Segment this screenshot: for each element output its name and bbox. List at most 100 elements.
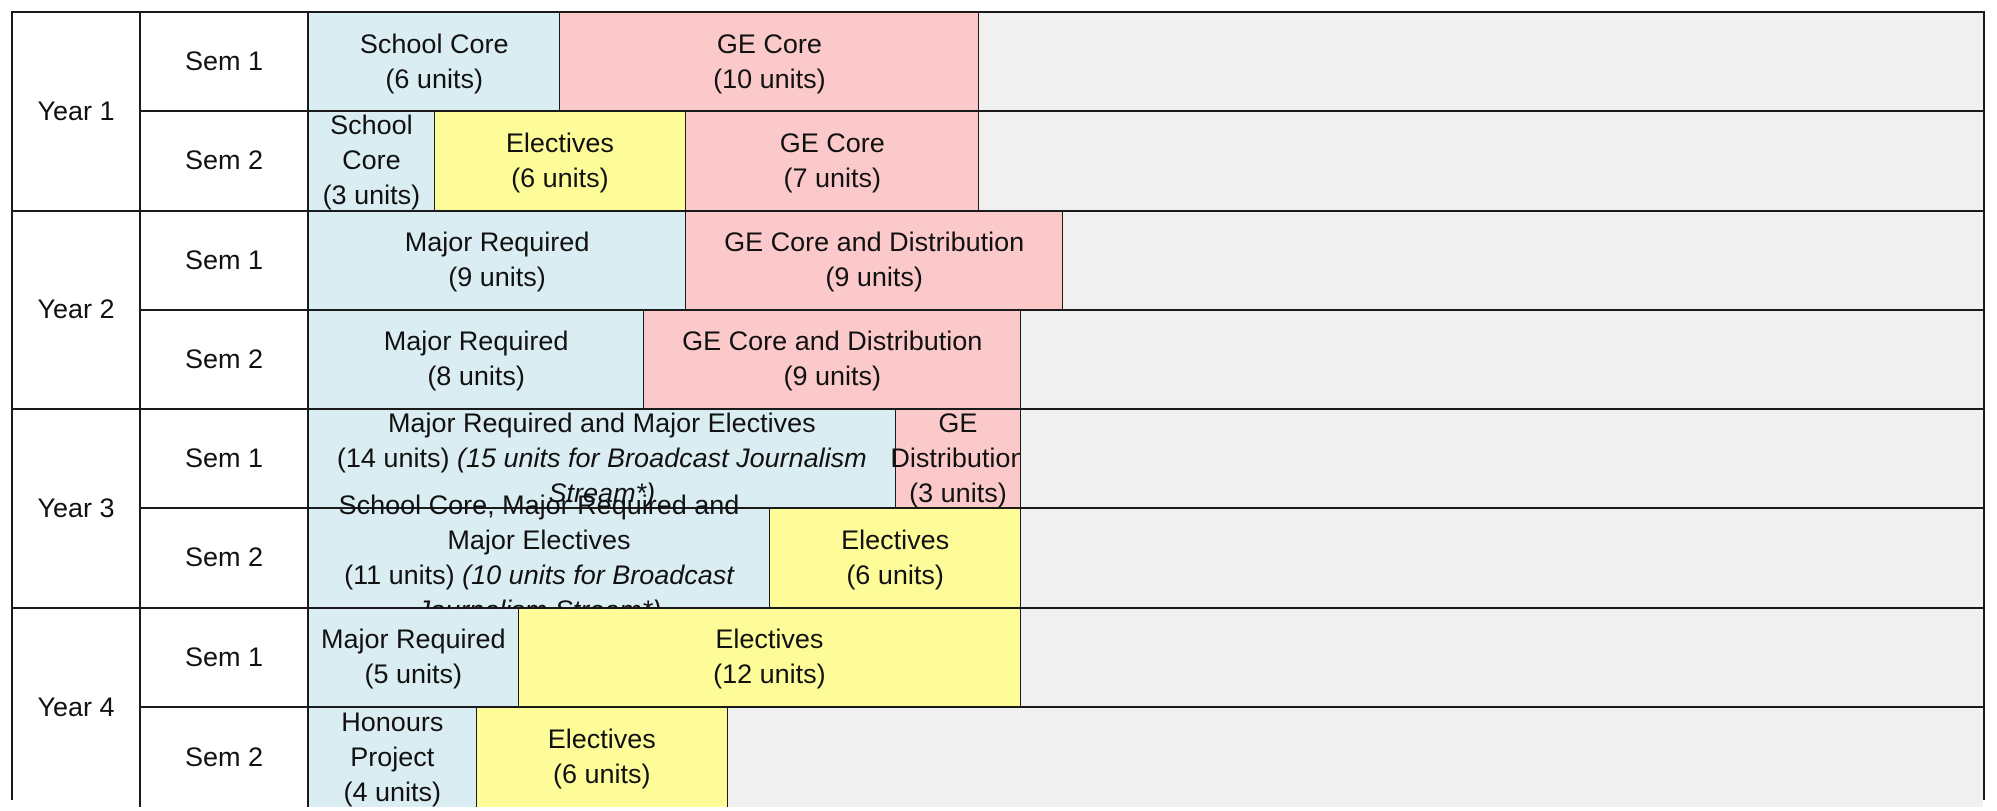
semester-label-text: Sem 1 (184, 443, 264, 474)
course-block: School Core (3 units) (309, 110, 435, 213)
course-block-units: (5 units) (364, 657, 462, 692)
course-block-unit-count: (3 units) (322, 180, 421, 211)
course-block-title: GE Core (779, 127, 885, 158)
semester-label: Sem 2 (141, 707, 309, 807)
course-block: Major Required and Major Electives(14 un… (309, 408, 896, 511)
empty-cell (1021, 509, 1983, 609)
semester-label-text: Sem 2 (184, 741, 264, 772)
course-block: GE Core and Distribution (9 units) (644, 310, 1022, 410)
year-label-3: Year 3 (13, 410, 141, 609)
year-label-text: Year 4 (37, 692, 115, 723)
course-block: GE Core (10 units) (560, 13, 980, 113)
course-block-unit-count: (4 units) (343, 776, 442, 807)
semester-label-text: Sem 2 (184, 542, 264, 573)
course-block: School Core, Major Required and Major El… (309, 490, 770, 625)
course-block-unit-count: (6 units) (846, 559, 944, 590)
course-block-title: Major Required (404, 227, 590, 258)
course-block-units: (14 units) (15 units for Broadcast Journ… (309, 441, 895, 511)
semester-label-text: Sem 1 (184, 46, 264, 77)
course-block-title: Electives (715, 624, 824, 655)
course-block-title: Major Required and Major Electives (387, 408, 816, 439)
course-block-unit-count: (9 units) (783, 361, 881, 392)
course-block-unit-count: (9 units) (448, 262, 546, 293)
course-block-title: GE Core and Distribution (682, 326, 983, 357)
empty-cell (979, 112, 1983, 212)
course-block-unit-count: (3 units) (909, 478, 1007, 509)
course-block-unit-count: (11 units) (344, 559, 455, 590)
course-block-title: Major Required (320, 624, 506, 655)
course-block: Electives (12 units) (518, 608, 1022, 708)
course-block-units: (4 units) (344, 775, 442, 810)
semester-label: Sem 1 (141, 211, 309, 311)
empty-cell (1021, 608, 1983, 708)
course-block: Honours Project (4 units) (309, 706, 477, 810)
year-label-1: Year 1 (13, 13, 141, 212)
course-block-units: (3 units) (909, 476, 1007, 511)
course-block-unit-count: (9 units) (825, 262, 923, 293)
course-block-title: Major Required (383, 326, 569, 357)
course-block: Major Required (5 units) (309, 608, 519, 708)
course-block-units: (8 units) (427, 359, 525, 394)
year-label-2: Year 2 (13, 211, 141, 410)
course-block: School Core (6 units) (309, 13, 561, 113)
course-block-title: GE Core (716, 28, 822, 59)
study-plan-grid: Year 1 Sem 1 School Core (6 units) GE Core (1… (11, 11, 1985, 807)
course-block: GE Distribution (3 units) (890, 408, 1025, 511)
semester-label: Sem 2 (141, 310, 309, 410)
course-block: GE Core and Distribution (9 units) (686, 211, 1064, 311)
course-block-units: (6 units) (511, 161, 609, 196)
semester-label: Sem 2 (141, 112, 309, 212)
course-block-title: Honours Project (341, 706, 444, 772)
course-block-units: (12 units) (713, 657, 826, 692)
semester-label: Sem 1 (141, 410, 309, 510)
course-block: Major Required (8 units) (309, 310, 645, 410)
empty-cell (1021, 310, 1983, 410)
course-block-units: (9 units) (783, 359, 881, 394)
course-block-unit-count: (12 units) (713, 659, 826, 690)
semester-label: Sem 1 (141, 13, 309, 113)
semester-label-text: Sem 1 (184, 641, 264, 672)
empty-cell (979, 13, 1983, 113)
semester-label-text: Sem 2 (184, 145, 264, 176)
course-block-units: (3 units) (323, 178, 421, 213)
course-block-unit-count: (10 units) (713, 63, 826, 94)
course-block-units: (9 units) (448, 260, 546, 295)
course-block-title: School Core, Major Required and Major El… (338, 489, 740, 555)
semester-label: Sem 2 (141, 509, 309, 609)
course-block-title: School Core (330, 110, 413, 176)
course-block-units: (7 units) (783, 161, 881, 196)
course-block: Electives (6 units) (476, 707, 728, 807)
course-block-unit-count: (6 units) (385, 63, 483, 94)
semester-label-text: Sem 2 (184, 343, 264, 374)
course-block: Electives (6 units) (769, 509, 1022, 609)
course-block-units: (10 units) (713, 62, 826, 97)
year-label-text: Year 2 (37, 294, 115, 325)
course-block-units: (6 units) (846, 558, 944, 593)
course-block-title: Electives (505, 127, 614, 158)
course-block-title: Electives (841, 524, 950, 555)
course-block-title: GE Core and Distribution (724, 227, 1025, 258)
course-block-note: (15 units for Broadcast Journalism Strea… (456, 443, 867, 509)
course-block-units: (6 units) (385, 62, 483, 97)
course-block-unit-count: (5 units) (364, 659, 463, 690)
semester-label-text: Sem 1 (184, 244, 264, 275)
course-block-units: (9 units) (825, 260, 923, 295)
course-block-unit-count: (7 units) (783, 162, 882, 193)
empty-cell (1021, 410, 1983, 510)
year-label-text: Year 1 (37, 95, 115, 126)
course-block-unit-count: (6 units) (553, 759, 651, 790)
year-label-text: Year 3 (37, 492, 115, 523)
semester-label: Sem 1 (141, 608, 309, 708)
empty-cell (1063, 211, 1983, 311)
course-block: Major Required (9 units) (309, 211, 687, 311)
course-block-title: Electives (547, 724, 656, 755)
course-block-unit-count: (6 units) (511, 162, 609, 193)
course-block-title: GE Distribution (890, 408, 1026, 474)
course-block-unit-count: (14 units) (336, 443, 450, 474)
year-label-4: Year 4 (13, 608, 141, 807)
course-block-unit-count: (8 units) (427, 361, 525, 392)
empty-cell (728, 707, 1983, 807)
course-block: Electives (6 units) (434, 112, 687, 212)
course-block-title: School Core (359, 28, 509, 59)
course-block: GE Core (7 units) (686, 112, 980, 212)
